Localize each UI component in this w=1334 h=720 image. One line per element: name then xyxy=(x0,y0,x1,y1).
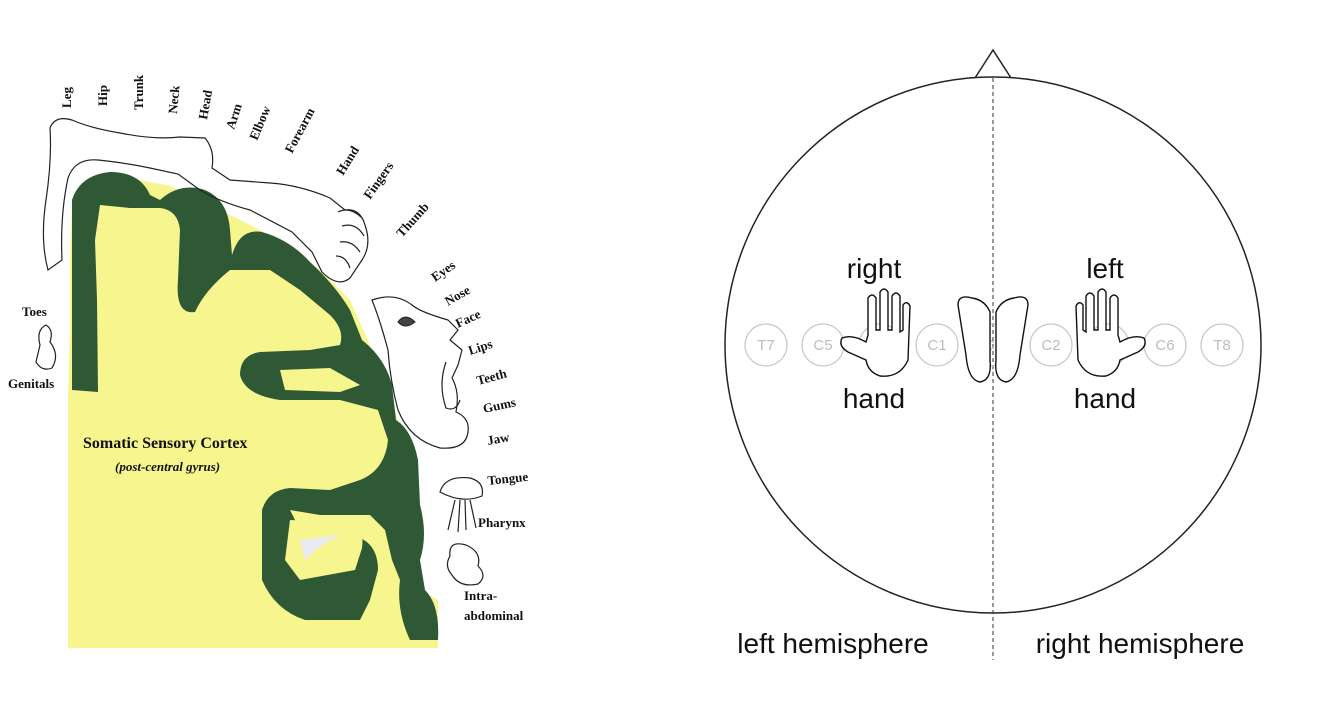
electrode-t7-label: T7 xyxy=(757,337,775,354)
nose-marker xyxy=(975,50,1011,78)
label-face: Face xyxy=(453,306,483,331)
homunculus-fingers xyxy=(336,210,364,268)
homunculus-pharynx xyxy=(448,500,476,532)
homunculus-abdomen xyxy=(447,544,483,585)
label-toes: Toes xyxy=(22,304,47,319)
label-nose: Nose xyxy=(442,282,473,308)
label-thumb: Thumb xyxy=(393,199,432,240)
label-genitals: Genitals xyxy=(8,376,54,391)
label-pharynx: Pharynx xyxy=(478,515,526,530)
head-map-panel: T7 C5 C3 C1 Cz C2 C4 C6 xyxy=(725,50,1261,660)
label-neck: Neck xyxy=(165,84,182,114)
electrode-c1-label: C1 xyxy=(927,337,946,354)
label-trunk: Trunk xyxy=(131,74,146,110)
label-lips: Lips xyxy=(466,336,494,358)
right-hand-label-2: hand xyxy=(843,383,905,414)
homunculus-toes xyxy=(36,325,56,369)
label-jaw: Jaw xyxy=(486,429,511,448)
electrode-c2-label: C2 xyxy=(1041,337,1060,354)
label-elbow: Elbow xyxy=(246,103,274,142)
label-teeth: Teeth xyxy=(475,365,509,388)
label-leg: Leg xyxy=(59,87,74,108)
homunculus-eye xyxy=(398,317,415,326)
left-hand-label-2: hand xyxy=(1074,383,1136,414)
right-hand-label-1: right xyxy=(847,253,902,284)
label-hand: Hand xyxy=(333,143,363,178)
label-forearm: Forearm xyxy=(281,105,317,155)
label-gums: Gums xyxy=(482,394,518,416)
cortex-subtitle: (post-central gyrus) xyxy=(115,459,220,474)
label-abdominal: abdominal xyxy=(464,608,524,623)
label-eyes: Eyes xyxy=(428,257,458,284)
label-tongue: Tongue xyxy=(487,469,529,488)
electrode-c5-label: C5 xyxy=(813,337,832,354)
label-head: Head xyxy=(195,88,215,121)
homunculus-panel: Somatic Sensory Cortex (post-central gyr… xyxy=(8,74,529,648)
label-fingers: Fingers xyxy=(360,159,396,202)
label-arm: Arm xyxy=(223,101,245,131)
label-hip: Hip xyxy=(95,85,110,106)
cortex-title: Somatic Sensory Cortex xyxy=(83,435,247,452)
electrode-t8-label: T8 xyxy=(1213,337,1231,354)
right-hemisphere-label: right hemisphere xyxy=(1036,628,1245,659)
electrode-c6-label: C6 xyxy=(1155,337,1174,354)
left-hand-label-1: left xyxy=(1086,253,1124,284)
left-hemisphere-label: left hemisphere xyxy=(737,628,928,659)
homunculus-tongue xyxy=(440,478,483,500)
label-intra: Intra- xyxy=(464,588,497,603)
